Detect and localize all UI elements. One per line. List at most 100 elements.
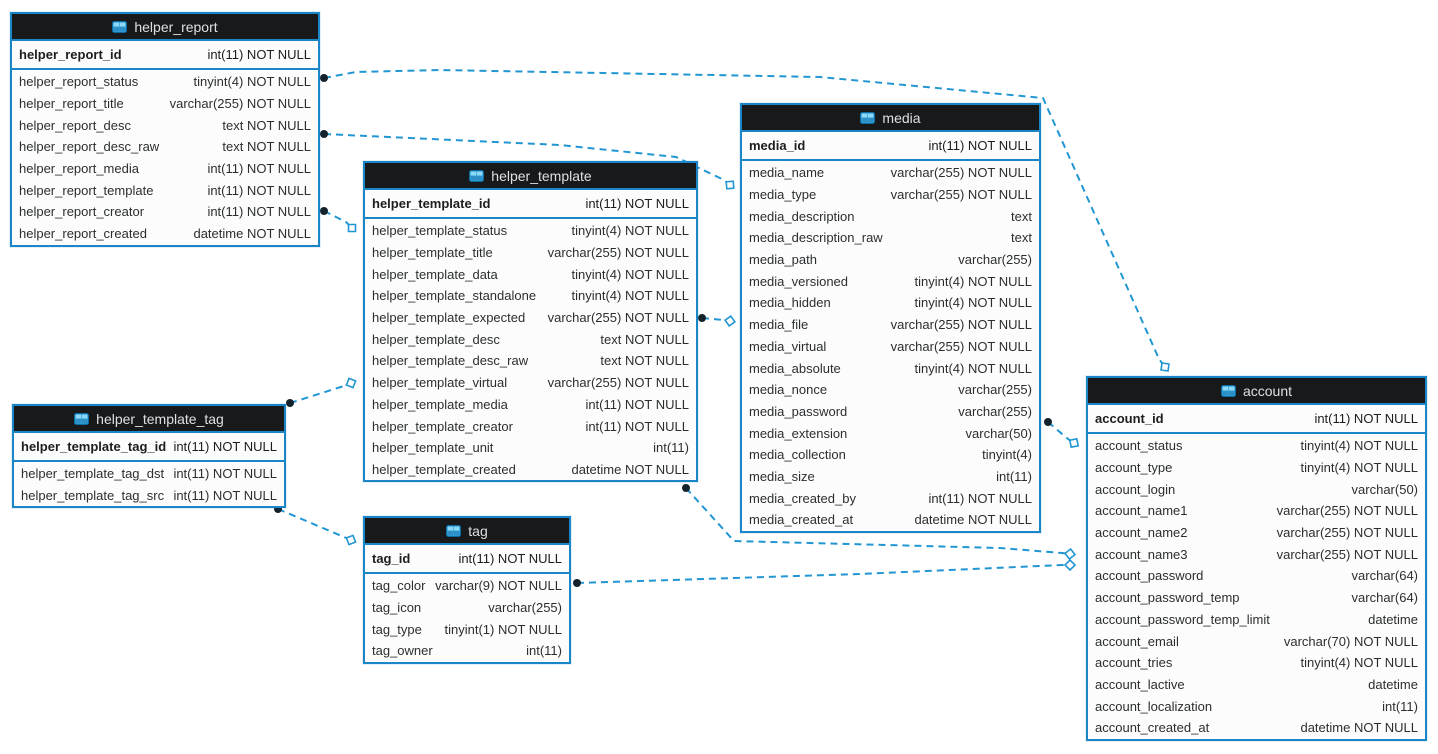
field-type: tinyint(4) NOT NULL xyxy=(571,288,689,304)
relationship-line[interactable] xyxy=(323,68,1166,368)
field-name: tag_owner xyxy=(372,643,433,659)
table-header-helper_report[interactable]: helper_report xyxy=(12,14,318,41)
field-name: account_name3 xyxy=(1095,546,1188,562)
table-header-account[interactable]: account xyxy=(1088,378,1425,405)
table-header-helper_template_tag[interactable]: helper_template_tag xyxy=(14,406,284,433)
relationship-line[interactable] xyxy=(289,382,352,404)
table-title: tag xyxy=(468,522,488,539)
relationship-line[interactable] xyxy=(1047,421,1075,444)
table-header-tag[interactable]: tag xyxy=(365,518,569,545)
field-type: varchar(64) xyxy=(1351,568,1418,584)
field-name: account_password xyxy=(1095,568,1204,584)
relationship-line[interactable] xyxy=(576,564,1070,584)
field-name: media_created_by xyxy=(749,490,856,506)
table-icon xyxy=(446,524,462,537)
field-name: tag_color xyxy=(372,578,426,594)
relationship-helper_report-to-account xyxy=(320,68,1170,372)
table-header-helper_template[interactable]: helper_template xyxy=(365,163,696,190)
relationship-media-to-account xyxy=(1044,418,1080,449)
relationship-target-diamond xyxy=(1160,362,1170,372)
field-name: helper_report_created xyxy=(19,226,147,242)
relationship-helper_template_tag-to-helper_template xyxy=(286,377,357,407)
table-icon xyxy=(860,111,876,124)
relationship-target-diamond xyxy=(725,180,735,190)
relationship-line[interactable] xyxy=(277,508,352,541)
table-header-media[interactable]: media xyxy=(742,105,1039,132)
field-row[interactable]: account_password varchar(64) xyxy=(1088,565,1425,587)
relationship-origin-dot xyxy=(320,74,328,82)
field-type: tinyint(4) NOT NULL xyxy=(914,360,1032,376)
field-type: text xyxy=(1011,230,1032,246)
